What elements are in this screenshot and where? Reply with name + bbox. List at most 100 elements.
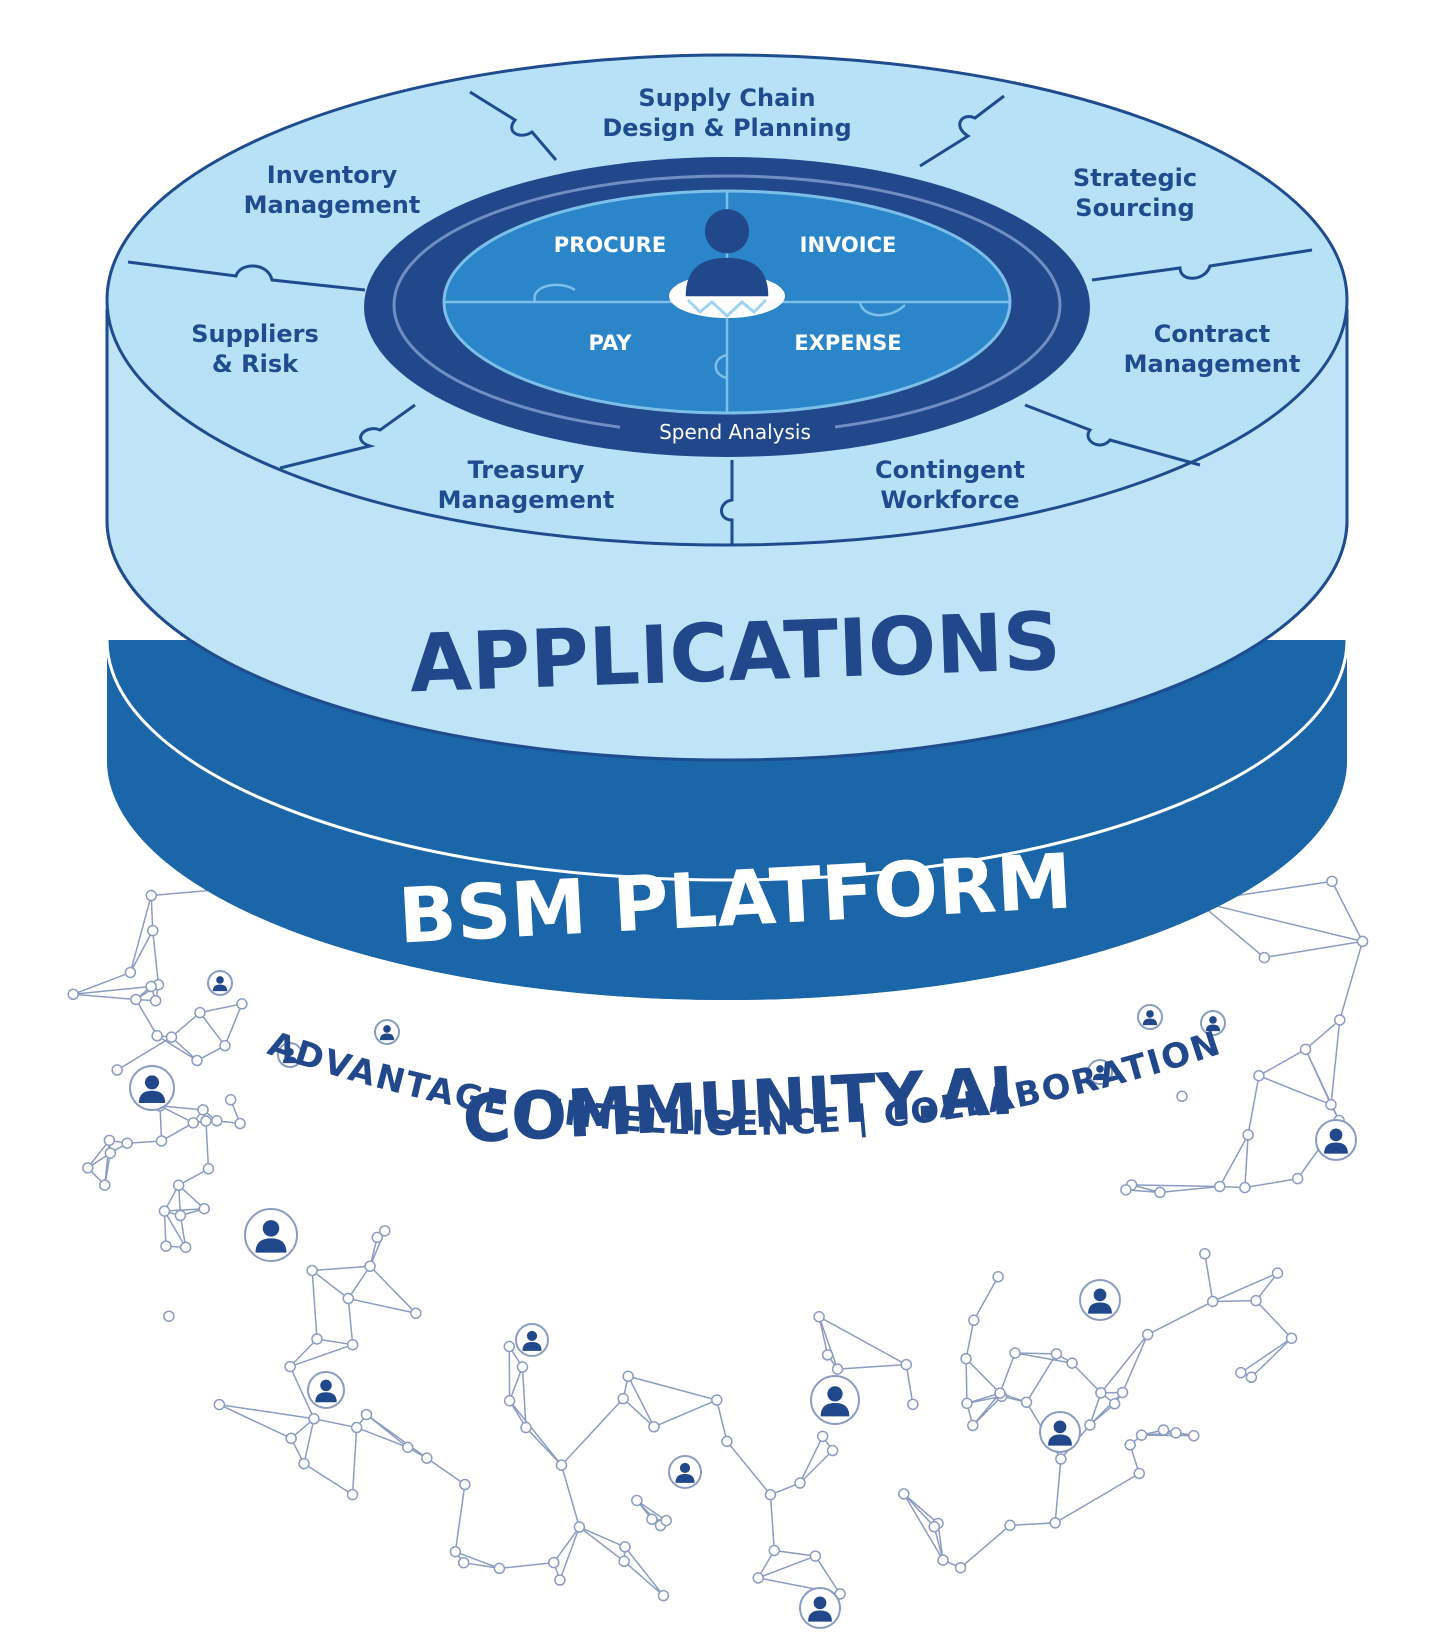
network-node-icon bbox=[617, 1392, 629, 1405]
network-node-icon bbox=[1170, 1427, 1182, 1439]
network-node-icon bbox=[285, 1432, 297, 1445]
module-strategic-line1: Strategic bbox=[1073, 164, 1197, 192]
network-node-icon bbox=[493, 1562, 506, 1575]
network-node-icon bbox=[200, 1115, 212, 1127]
network-node-icon bbox=[1157, 1424, 1170, 1436]
network-node-icon bbox=[1124, 1439, 1136, 1451]
network-node-icon bbox=[618, 1555, 630, 1568]
network-node-icon bbox=[816, 1430, 829, 1443]
network-node-icon bbox=[179, 1241, 192, 1254]
network-node-icon bbox=[721, 1435, 733, 1448]
network-node-icon bbox=[449, 1545, 462, 1558]
module-treasury-line2: Management bbox=[438, 486, 615, 514]
network-node-icon bbox=[401, 1441, 414, 1454]
network-node-icon bbox=[503, 1395, 516, 1407]
network-node-icon bbox=[410, 1307, 422, 1319]
module-contract-line2: Management bbox=[1124, 350, 1301, 378]
network-node-icon bbox=[234, 1117, 246, 1130]
module-suppliers-line1: Suppliers bbox=[191, 320, 319, 348]
network-node-icon bbox=[219, 1039, 231, 1052]
network-node-icon bbox=[308, 1413, 320, 1425]
network-node-icon bbox=[573, 1521, 586, 1533]
network-node-icon bbox=[631, 1494, 643, 1507]
network-node-icon bbox=[752, 1572, 764, 1584]
network-node-icon bbox=[1235, 1366, 1247, 1379]
network-node-icon bbox=[1108, 1398, 1121, 1410]
network-node-icon bbox=[1291, 1172, 1304, 1185]
network-node-icon bbox=[121, 1137, 133, 1149]
module-contingent-line2: Workforce bbox=[880, 486, 1019, 514]
network-node-icon bbox=[1020, 1396, 1033, 1408]
network-node-icon bbox=[67, 988, 79, 1001]
network-node-icon bbox=[346, 1488, 359, 1501]
network-node-icon bbox=[379, 1225, 391, 1237]
network-node-icon bbox=[1213, 1180, 1226, 1193]
network-node-icon bbox=[831, 1363, 844, 1375]
network-node-icon bbox=[174, 1209, 187, 1222]
network-node-icon bbox=[459, 1478, 471, 1491]
network-node-icon bbox=[548, 1556, 560, 1569]
network-node-icon bbox=[821, 1349, 834, 1361]
network-node-icon bbox=[165, 1031, 178, 1043]
network-node-icon bbox=[202, 1163, 215, 1175]
network-node-icon bbox=[151, 1030, 163, 1042]
network-node-icon bbox=[1206, 1295, 1219, 1308]
network-node-icon bbox=[1049, 1517, 1061, 1529]
core-labels: PROCURE INVOICE PAY EXPENSE Spend Analys… bbox=[554, 233, 902, 444]
network-node-icon bbox=[1135, 1429, 1148, 1441]
module-inventory-line1: Inventory bbox=[267, 161, 398, 189]
network-node-icon bbox=[1176, 1090, 1188, 1103]
network-node-icon bbox=[555, 1459, 568, 1471]
network-node-icon bbox=[145, 889, 157, 902]
network-node-icon bbox=[648, 1421, 660, 1433]
network-node-icon bbox=[1133, 1467, 1145, 1480]
network-node-icon bbox=[1334, 1014, 1346, 1026]
network-node-icon bbox=[520, 1421, 532, 1434]
network-node-icon bbox=[298, 1457, 310, 1470]
network-node-icon bbox=[1239, 1181, 1251, 1194]
network-node-icon bbox=[813, 1311, 825, 1323]
module-suppliers-line2: & Risk bbox=[212, 350, 299, 378]
network-node-icon bbox=[768, 1544, 781, 1557]
network-node-icon bbox=[421, 1452, 433, 1464]
applications-layer bbox=[105, 53, 1349, 762]
network-node-icon bbox=[145, 980, 157, 993]
network-node-icon bbox=[155, 1135, 168, 1147]
network-node-icon bbox=[1258, 951, 1271, 964]
core-procure: PROCURE bbox=[554, 233, 666, 257]
network-node-icon bbox=[360, 1408, 373, 1421]
network-node-icon bbox=[1325, 1098, 1337, 1111]
spend-analysis-label: Spend Analysis bbox=[659, 420, 811, 444]
community-network bbox=[67, 874, 1369, 1629]
network-node-icon bbox=[646, 1513, 658, 1526]
network-node-icon bbox=[1242, 1129, 1254, 1141]
network-node-icon bbox=[149, 994, 162, 1007]
network-node-icon bbox=[954, 1561, 967, 1574]
network-node-icon bbox=[1245, 1371, 1258, 1384]
network-node-icon bbox=[213, 1398, 226, 1411]
network-node-icon bbox=[160, 1240, 172, 1252]
network-node-icon bbox=[1154, 1186, 1166, 1199]
network-node-icon bbox=[1116, 1386, 1129, 1399]
network-node-icon bbox=[146, 924, 159, 937]
network-node-icon bbox=[622, 1370, 634, 1382]
network-node-icon bbox=[158, 1205, 171, 1217]
network-node-icon bbox=[99, 1179, 111, 1191]
core-pay: PAY bbox=[589, 331, 633, 355]
network-node-icon bbox=[937, 1554, 949, 1566]
network-node-icon bbox=[111, 1064, 123, 1076]
network-node-icon bbox=[960, 1352, 972, 1365]
network-node-icon bbox=[809, 1550, 822, 1562]
network-node-icon bbox=[197, 1104, 209, 1116]
network-node-icon bbox=[967, 1419, 979, 1432]
network-node-icon bbox=[994, 1387, 1006, 1399]
network-node-icon bbox=[928, 1521, 940, 1533]
network-node-icon bbox=[284, 1360, 296, 1373]
network-node-icon bbox=[346, 1338, 359, 1351]
